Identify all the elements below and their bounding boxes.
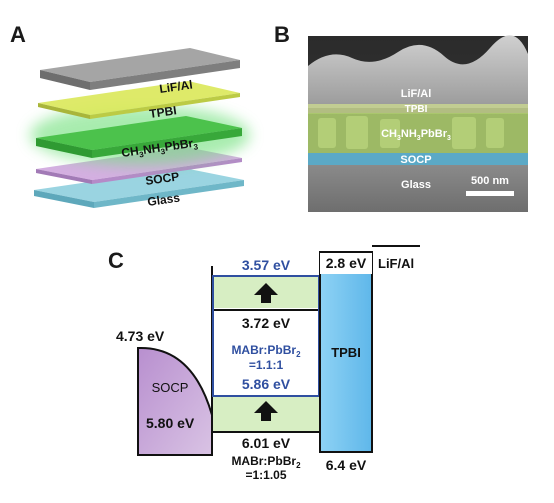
label-perovskite-b: CH3NH3PbBr3 [381, 128, 451, 142]
socp-label: SOCP [152, 380, 189, 395]
socp-band [137, 346, 213, 456]
panel-label-b: B [274, 22, 290, 47]
tpbi-top-level: 2.8 eV [326, 255, 367, 271]
label-perovskite-a: CH3NH3PbBr3 [120, 135, 199, 162]
perovskite-2-vb-level: 5.86 eV [242, 376, 291, 392]
panel-label-c: C [108, 248, 124, 273]
layer-perovskite [30, 105, 250, 165]
label-tpbi-b: TPBI [405, 104, 428, 115]
label-glass-b: Glass [401, 179, 431, 191]
perovskite-1-cb-level: 3.72 eV [242, 315, 291, 331]
tpbi-band [319, 251, 373, 453]
tpbi-bottom-level: 6.4 eV [326, 457, 367, 473]
perovskite-1-upper-fill [212, 314, 320, 396]
label-tpbi-a: TPBI [148, 103, 177, 121]
scale-bar-label: 500 nm [471, 175, 509, 187]
tpbi-label: TPBI [331, 345, 361, 360]
label-lif-a: LiF/Al [158, 77, 193, 96]
label-glass-a: Glass [146, 191, 181, 209]
socp-bottom-level: 5.80 eV [146, 415, 195, 431]
label-socp-a: SOCP [144, 169, 180, 188]
scale-bar [466, 191, 514, 196]
device-stack: LiF/Al TPBI CH3NH3PbBr3 SOCP Glass [30, 48, 250, 209]
panel-label-a: A [10, 22, 26, 47]
up-arrow-upper [254, 283, 278, 303]
socp-top-level: 4.73 eV [116, 328, 165, 344]
sem-image: 500 nm LiF/Al TPBI CH3NH3PbBr3 SOCP Glas… [308, 35, 528, 212]
layer-tpbi [38, 81, 240, 119]
energy-diagram: 4.73 eV SOCP 5.80 eV 3.57 eV 3.72 eV MAB… [116, 245, 420, 482]
perovskite-2-ratio: MABr:PbBr2 [231, 343, 301, 359]
perovskite-1-ratio: MABr:PbBr2 [231, 454, 301, 470]
perovskite-1-vb-level: 6.01 eV [242, 435, 291, 451]
perovskite-1-ratio-value: =1:1.05 [245, 468, 286, 482]
perovskite-2-ratio-value: =1.1:1 [249, 358, 284, 372]
label-lif-b: LiF/Al [401, 88, 432, 100]
label-socp-b: SOCP [400, 154, 431, 166]
layer-glass [34, 168, 244, 208]
lif-al-label: LiF/Al [378, 256, 414, 271]
up-arrow-lower [254, 401, 278, 421]
perovskite-2-cb-level: 3.57 eV [242, 257, 291, 273]
layer-lif-al [40, 48, 240, 90]
